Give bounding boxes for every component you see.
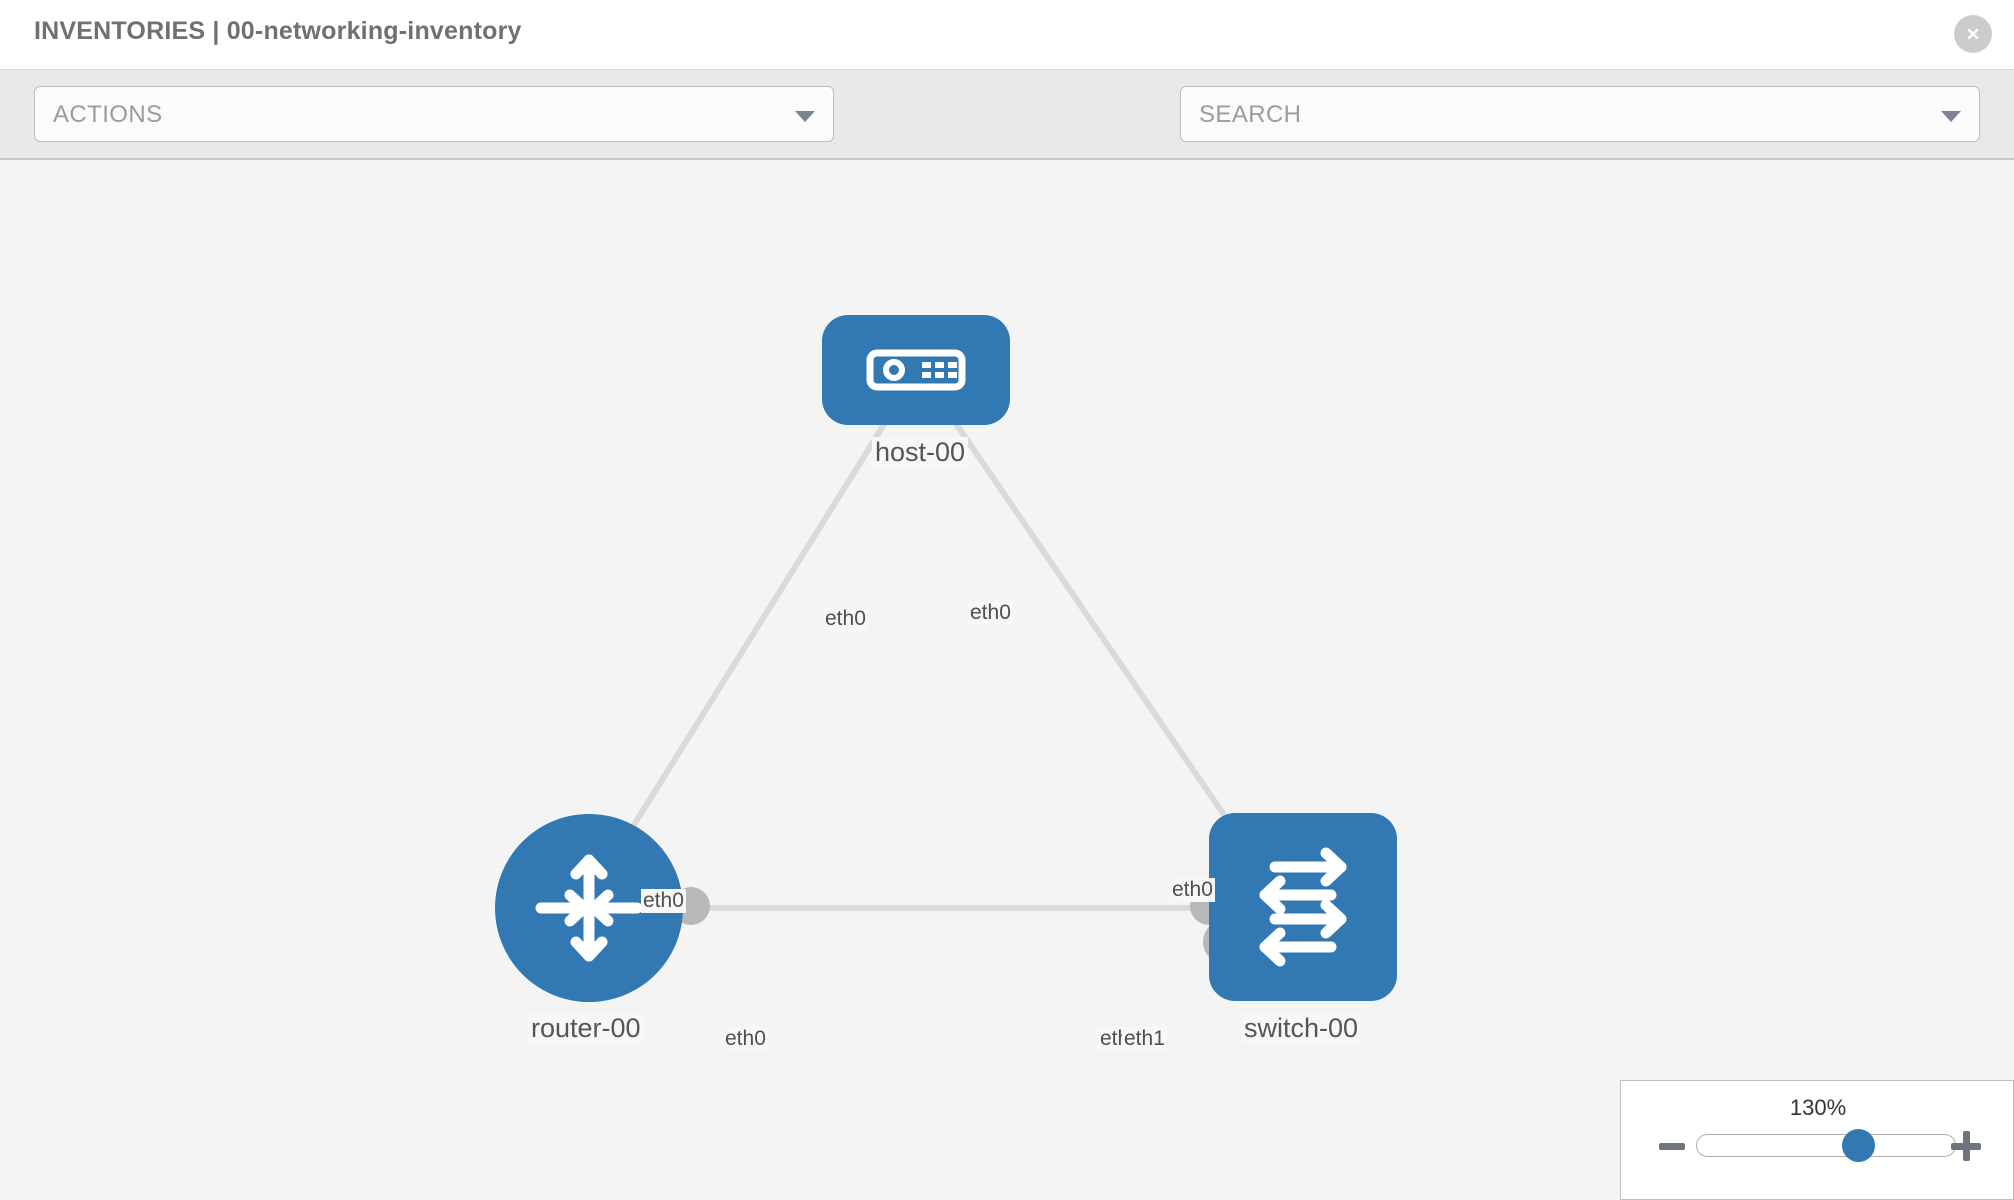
interface-label: eth0	[723, 1027, 768, 1051]
topology-canvas[interactable]: host-00 router-0	[0, 160, 2014, 1200]
plus-icon[interactable]	[1951, 1131, 1981, 1161]
interface-label: eth0	[641, 889, 686, 913]
topology-edges	[609, 413, 1251, 911]
actions-dropdown[interactable]: ACTIONS	[34, 86, 834, 142]
search-placeholder: SEARCH	[1199, 101, 1302, 128]
minus-icon[interactable]	[1659, 1143, 1685, 1150]
node-switch-00[interactable]	[1209, 813, 1397, 1001]
node-host-00[interactable]	[822, 315, 1010, 425]
zoom-level-value: 130%	[1789, 1095, 1847, 1120]
chevron-down-icon[interactable]	[1941, 111, 1961, 122]
chevron-down-icon	[795, 111, 815, 122]
zoom-slider-handle[interactable]	[1842, 1129, 1875, 1162]
close-icon[interactable]	[1954, 15, 1992, 53]
interface-label: eth0	[968, 601, 1013, 625]
node-label-router-00: router-00	[528, 1013, 644, 1044]
interface-label: eth0	[1170, 878, 1215, 902]
search-input[interactable]: SEARCH	[1180, 86, 1980, 142]
page-title: INVENTORIES | 00-networking-inventory	[34, 17, 522, 45]
toolbar: ACTIONS SEARCH	[0, 70, 2014, 196]
interface-label: eth1	[1122, 1027, 1167, 1051]
interface-label: eth0	[823, 607, 868, 631]
page-header: INVENTORIES | 00-networking-inventory	[0, 0, 2014, 70]
actions-dropdown-label: ACTIONS	[53, 101, 163, 128]
node-label-switch-00: switch-00	[1241, 1013, 1362, 1044]
zoom-control-panel: 130%	[1620, 1080, 2014, 1200]
zoom-slider[interactable]	[1696, 1129, 1956, 1162]
node-label-host-00: host-00	[872, 437, 969, 468]
